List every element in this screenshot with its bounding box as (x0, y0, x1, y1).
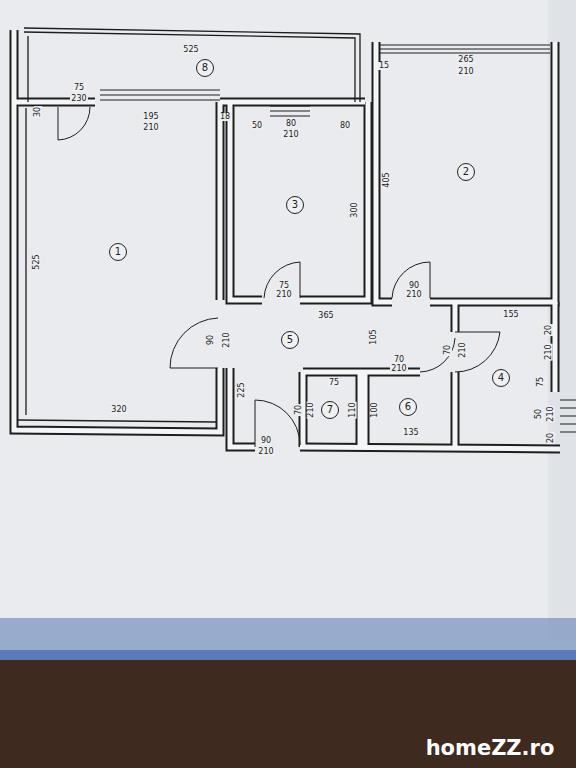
room-number: 7 (327, 405, 333, 415)
room-number-circle: 2 (457, 163, 475, 181)
room-number-circle: 6 (399, 398, 417, 416)
room-number-circle: 5 (281, 331, 299, 349)
dimension-label: 210 (457, 68, 474, 76)
room-number: 1 (115, 247, 121, 257)
dimension-label: 75 (537, 376, 545, 388)
dimension-label: 320 (110, 406, 127, 414)
dimension-label: 210 (547, 405, 555, 422)
dimension-label: 50 (535, 408, 543, 420)
room-number-circle: 4 (492, 369, 510, 387)
dimension-label: 210 (223, 331, 231, 348)
dimension-label: 70 (393, 356, 405, 364)
dimension-label: 80 (339, 122, 351, 130)
dimension-label: 405 (383, 171, 391, 188)
room-number: 6 (405, 402, 411, 412)
dimension-label: 80 (285, 120, 297, 128)
dimension-label: 210 (275, 291, 292, 299)
dimension-label: 75 (328, 379, 340, 387)
dimension-label: 365 (317, 312, 334, 320)
room-number-circle: 7 (321, 401, 339, 419)
dimension-label: 75 (73, 84, 85, 92)
dimension-label: 210 (282, 131, 299, 139)
dimension-label: 210 (142, 124, 159, 132)
dimension-label: 525 (33, 253, 41, 270)
dimension-label: 135 (402, 429, 419, 437)
watermark: homeZZ.ro (426, 738, 555, 759)
dimension-label: 75 (278, 282, 290, 290)
room-number-circle: 3 (286, 196, 304, 214)
dimension-label: 230 (70, 95, 87, 103)
room-number-circle: 8 (196, 59, 214, 77)
dimension-label: 20 (545, 324, 553, 336)
dimension-label: 265 (457, 56, 474, 64)
dimension-label: 110 (349, 401, 357, 418)
dimension-label: 210 (545, 343, 553, 360)
dimension-label: 195 (142, 113, 159, 121)
dimension-label: 210 (257, 448, 274, 456)
dimension-label: 90 (207, 334, 215, 346)
dimension-label: 210 (459, 341, 467, 358)
dimension-label: 70 (444, 344, 452, 356)
room-number: 3 (292, 200, 298, 210)
room-number: 2 (463, 167, 469, 177)
dimension-label: 210 (405, 291, 422, 299)
dimension-label: 210 (390, 365, 407, 373)
dimension-label: 155 (502, 311, 519, 319)
dimension-label: 18 (219, 113, 231, 121)
dimension-label: 15 (378, 62, 390, 70)
dimension-label: 90 (260, 437, 272, 445)
room-number-circle: 1 (109, 243, 127, 261)
dimension-label: 100 (371, 401, 379, 418)
room-number: 4 (498, 373, 504, 383)
dimension-label: 300 (351, 201, 359, 218)
dimension-label: 90 (408, 282, 420, 290)
dimension-label: 225 (238, 381, 246, 398)
dimension-label: 105 (370, 328, 378, 345)
dimension-label: 70 (295, 404, 303, 416)
room-number: 8 (202, 63, 208, 73)
dimension-label: 525 (182, 46, 199, 54)
dimension-label: 50 (251, 122, 263, 130)
dimension-label: 210 (307, 401, 315, 418)
room-number: 5 (287, 335, 293, 345)
dimension-label: 20 (547, 432, 555, 444)
dimension-label: 30 (34, 106, 42, 118)
